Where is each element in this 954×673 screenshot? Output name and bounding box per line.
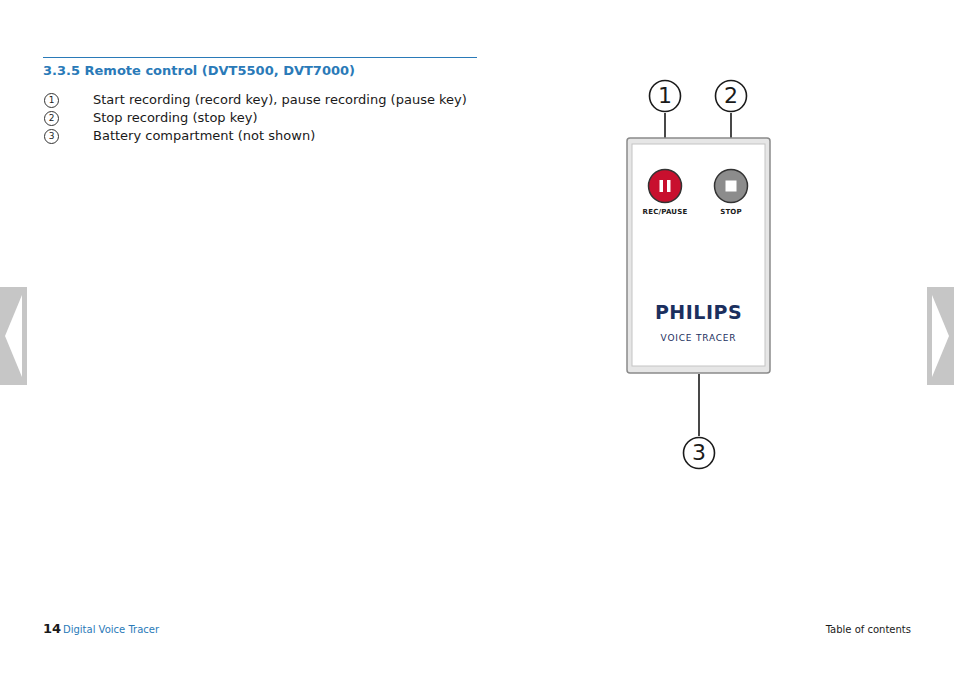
key: STOP xyxy=(701,169,761,216)
key-cap xyxy=(715,170,748,203)
list-number: 3 xyxy=(44,129,59,144)
callout-number: 3 xyxy=(682,436,716,470)
footer-text: Digital Voice Tracer xyxy=(63,624,159,635)
housing-outline xyxy=(627,138,770,373)
list-number: 2 xyxy=(44,111,59,126)
housing-face xyxy=(632,144,765,366)
product-name: VOICE TRACER xyxy=(626,333,771,343)
callout: 1 xyxy=(648,79,682,113)
key: REC/PAUSE xyxy=(635,169,695,216)
key-label: REC/PAUSE xyxy=(635,169,695,216)
stop-symbol xyxy=(726,181,737,192)
section-heading: 3.3.5 Remote control (DVT5500, DVT7000) xyxy=(43,63,355,78)
list-text: Start recording (record key), pause reco… xyxy=(93,92,467,107)
next-page-tab xyxy=(927,287,954,385)
callout: 2 xyxy=(714,79,748,113)
list-text: Stop recording (stop key) xyxy=(93,110,258,125)
pause-symbol xyxy=(667,180,671,192)
key-button xyxy=(713,168,749,204)
key-cap xyxy=(649,170,682,203)
brand-logo: PHILIPS xyxy=(626,301,771,323)
list-number: 1 xyxy=(44,93,59,108)
list-text: Battery compartment (not shown) xyxy=(93,128,315,143)
leader-line xyxy=(698,374,700,436)
key-button xyxy=(647,168,683,204)
callout-number: 2 xyxy=(714,79,748,113)
key-label: STOP xyxy=(701,169,761,216)
heading-rule xyxy=(43,57,477,58)
pause-symbol xyxy=(660,180,664,192)
callout-number: 1 xyxy=(648,79,682,113)
footer-text: Table of contents xyxy=(826,624,911,635)
footer-text: 14 xyxy=(43,621,61,636)
remote-control: PHILIPS VOICE TRACER REC/PAUSESTOP xyxy=(626,137,771,374)
callout: 3 xyxy=(682,436,716,470)
prev-page-tab xyxy=(0,287,27,385)
